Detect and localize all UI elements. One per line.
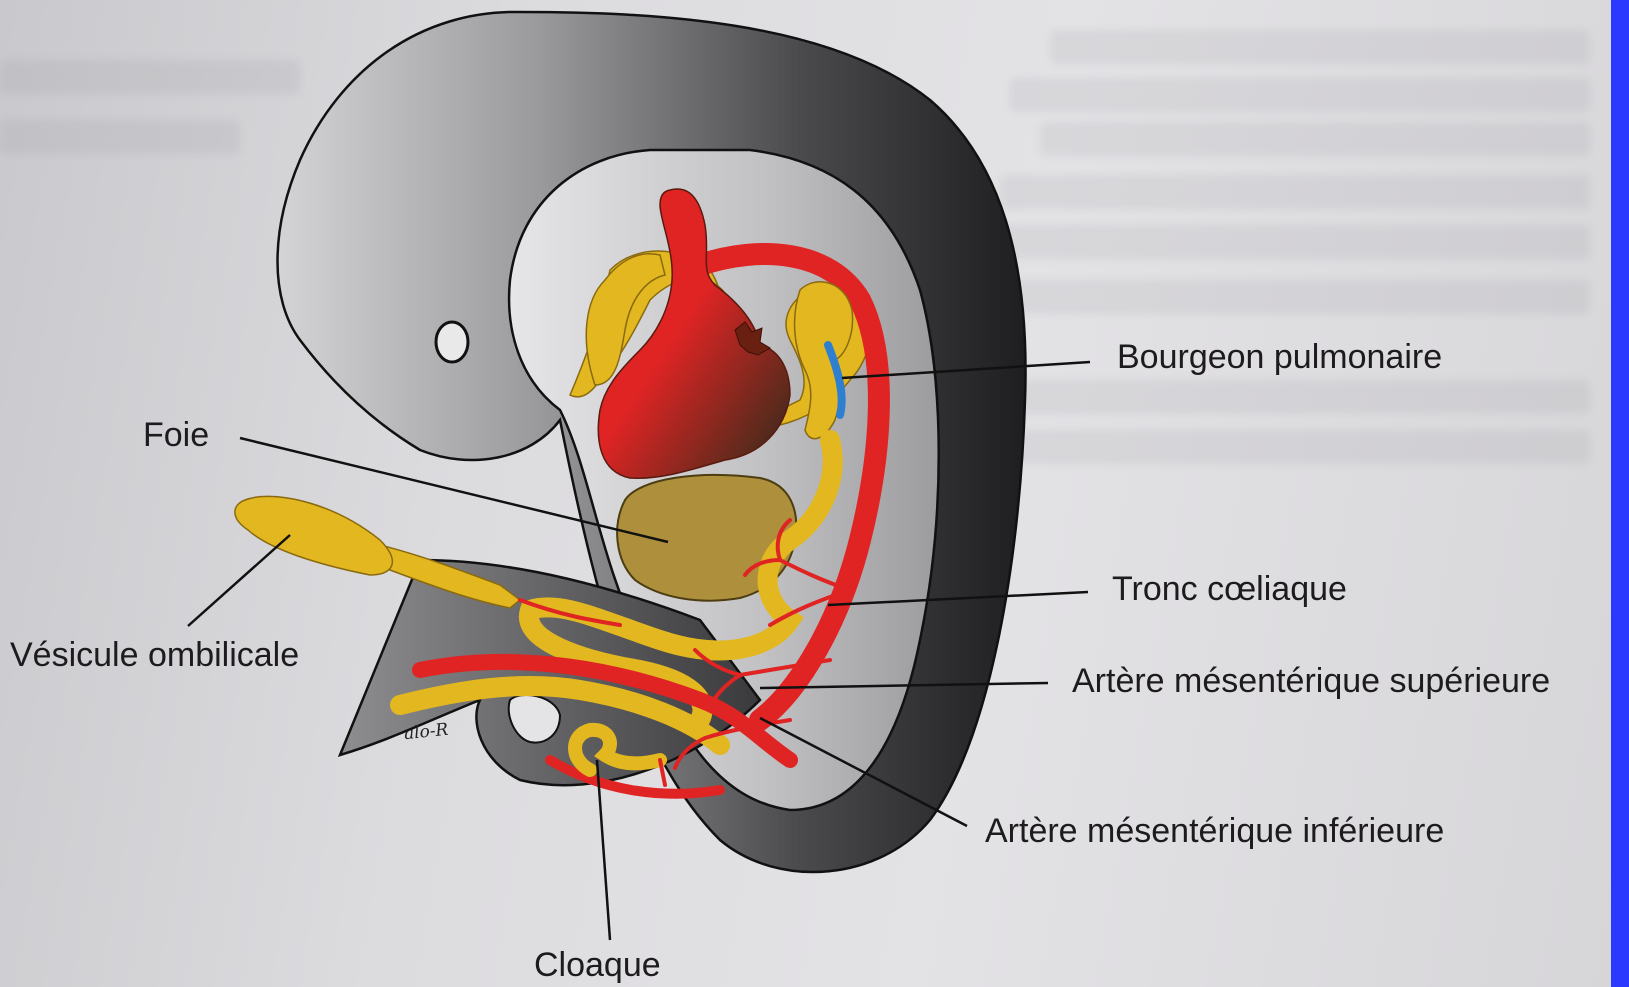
label-tronc-coeliaque: Tronc cœliaque	[1112, 572, 1347, 606]
label-bourgeon-pulmonaire: Bourgeon pulmonaire	[1117, 340, 1442, 374]
label-artere-mesenterique-inferieure: Artère mésentérique inférieure	[985, 814, 1444, 848]
label-artere-mesenterique-superieure: Artère mésentérique supérieure	[1072, 664, 1550, 698]
leader-vesicule-ombilicale	[188, 535, 290, 626]
label-foie: Foie	[143, 418, 209, 452]
label-cloaque: Cloaque	[534, 948, 661, 982]
otic-vesicle	[436, 322, 468, 362]
label-vesicule-ombilicale: Vésicule ombilicale	[10, 638, 299, 672]
side-color-bar	[1611, 0, 1629, 987]
